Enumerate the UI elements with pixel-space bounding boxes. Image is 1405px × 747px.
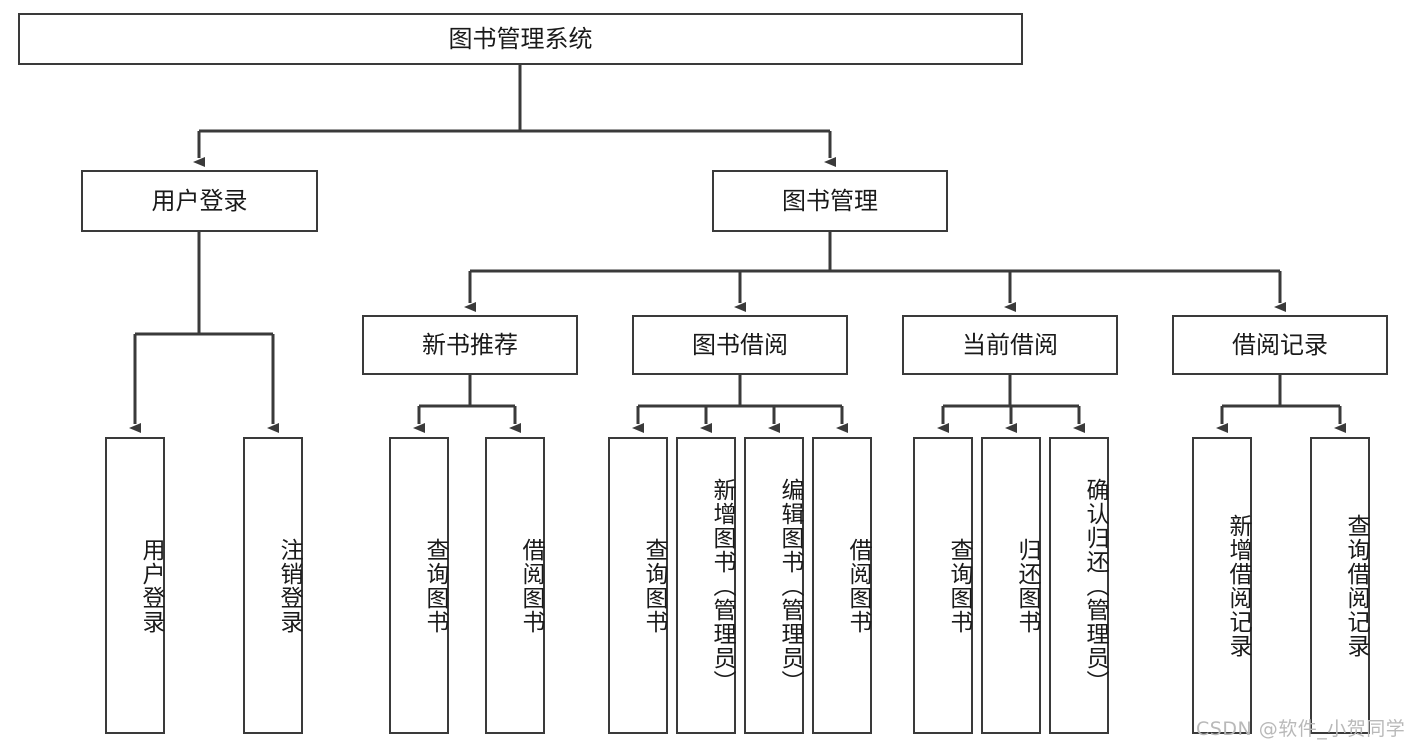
node-label: 注销登录 xyxy=(276,537,302,634)
node-label: 确认归还（管理员） xyxy=(1082,477,1108,694)
leaf-borrow-book-2[interactable]: 借阅图书 xyxy=(812,437,872,734)
leaf-return-book[interactable]: 归还图书 xyxy=(981,437,1041,734)
node-label: 新书推荐 xyxy=(422,330,518,359)
node-label: 查询图书 xyxy=(641,537,667,634)
node-book-borrow[interactable]: 图书借阅 xyxy=(632,315,848,375)
node-label: 归还图书 xyxy=(1014,537,1040,634)
node-new-book-recommend[interactable]: 新书推荐 xyxy=(362,315,578,375)
node-user-login[interactable]: 用户登录 xyxy=(81,170,318,232)
node-label: 当前借阅 xyxy=(962,330,1058,359)
node-label: 借阅记录 xyxy=(1232,330,1328,359)
node-label: 用户登录 xyxy=(151,186,248,215)
leaf-query-book-2[interactable]: 查询图书 xyxy=(608,437,668,734)
node-label: 查询图书 xyxy=(946,537,972,634)
node-label: 用户登录 xyxy=(138,537,164,634)
node-label: 图书管理 xyxy=(782,186,878,215)
node-label: 编辑图书（管理员） xyxy=(777,477,803,694)
node-borrow-record[interactable]: 借阅记录 xyxy=(1172,315,1388,375)
leaf-edit-book[interactable]: 编辑图书（管理员） xyxy=(744,437,804,734)
csdn-watermark: CSDN @软件_小贺同学 xyxy=(1196,718,1405,740)
node-label: 借阅图书 xyxy=(845,537,871,634)
node-label: 新增图书（管理员） xyxy=(709,477,735,694)
node-label: 查询借阅记录 xyxy=(1343,513,1369,658)
leaf-query-book-3[interactable]: 查询图书 xyxy=(913,437,973,734)
leaf-query-book-1[interactable]: 查询图书 xyxy=(389,437,449,734)
node-root-system[interactable]: 图书管理系统 xyxy=(18,13,1023,65)
node-label: 图书管理系统 xyxy=(448,24,593,53)
node-book-management[interactable]: 图书管理 xyxy=(712,170,948,232)
leaf-confirm-return[interactable]: 确认归还（管理员） xyxy=(1049,437,1109,734)
node-label: 借阅图书 xyxy=(518,537,544,634)
leaf-user-login[interactable]: 用户登录 xyxy=(105,437,165,734)
leaf-query-record[interactable]: 查询借阅记录 xyxy=(1310,437,1370,734)
node-current-borrow[interactable]: 当前借阅 xyxy=(902,315,1118,375)
node-label: 查询图书 xyxy=(422,537,448,634)
leaf-add-record[interactable]: 新增借阅记录 xyxy=(1192,437,1252,734)
leaf-add-book[interactable]: 新增图书（管理员） xyxy=(676,437,736,734)
node-label: 图书借阅 xyxy=(692,330,788,359)
leaf-logout[interactable]: 注销登录 xyxy=(243,437,303,734)
node-label: 新增借阅记录 xyxy=(1225,513,1251,658)
leaf-borrow-book-1[interactable]: 借阅图书 xyxy=(485,437,545,734)
